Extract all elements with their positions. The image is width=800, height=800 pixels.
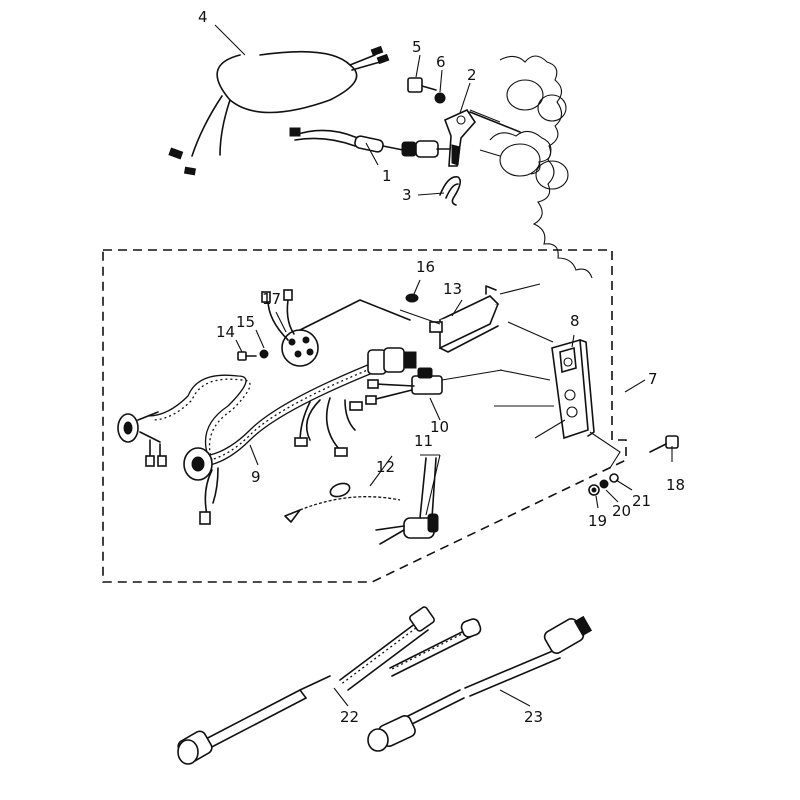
part-19-nut <box>588 484 600 496</box>
kit-boundary <box>102 249 627 583</box>
part-10-switch <box>365 367 503 405</box>
part-11-lanyard-switch <box>375 457 439 545</box>
part-5-bolt <box>407 77 437 93</box>
label-1: 1 <box>382 167 392 185</box>
part-18-bolt <box>649 435 679 453</box>
label-17: 17 <box>262 290 281 308</box>
part-4-cable <box>168 45 390 176</box>
part-13-bracket <box>399 283 554 353</box>
part-6-washer <box>434 92 446 104</box>
part-1-switch <box>289 127 450 158</box>
label-5: 5 <box>412 38 422 56</box>
part-15-washer <box>259 349 269 359</box>
label-2: 2 <box>467 66 477 84</box>
label-22: 22 <box>340 708 359 726</box>
engine-outline <box>469 55 593 279</box>
label-14: 14 <box>216 323 235 341</box>
label-15: 15 <box>236 313 255 331</box>
label-7: 7 <box>648 370 658 388</box>
label-10: 10 <box>430 418 449 436</box>
label-11: 11 <box>414 432 433 450</box>
label-4: 4 <box>198 8 208 26</box>
label-13: 13 <box>443 280 462 298</box>
label-6: 6 <box>436 53 446 71</box>
part-7-panel <box>494 338 621 469</box>
part-17-connector <box>261 289 411 367</box>
part-23-extension-cable <box>367 615 593 752</box>
part-14-screw <box>237 351 257 361</box>
part-labels: 4 5 6 2 1 3 16 17 13 8 15 14 7 10 11 12 … <box>198 8 685 726</box>
part-3-clip <box>439 176 462 206</box>
part-16-nut <box>405 293 419 303</box>
part-2-bracket <box>443 108 521 167</box>
label-23: 23 <box>524 708 543 726</box>
label-21: 21 <box>632 492 651 510</box>
part-20-washer <box>599 479 609 489</box>
label-9: 9 <box>251 468 261 486</box>
part-22-extension-harness <box>177 606 482 765</box>
label-20: 20 <box>612 502 631 520</box>
part-12-cord <box>284 482 401 523</box>
label-19: 19 <box>588 512 607 530</box>
label-12: 12 <box>376 458 395 476</box>
label-18: 18 <box>666 476 685 494</box>
label-16: 16 <box>416 258 435 276</box>
label-8: 8 <box>570 312 580 330</box>
part-9-harness <box>117 347 417 525</box>
leader-lines <box>214 24 673 707</box>
label-3: 3 <box>402 186 412 204</box>
